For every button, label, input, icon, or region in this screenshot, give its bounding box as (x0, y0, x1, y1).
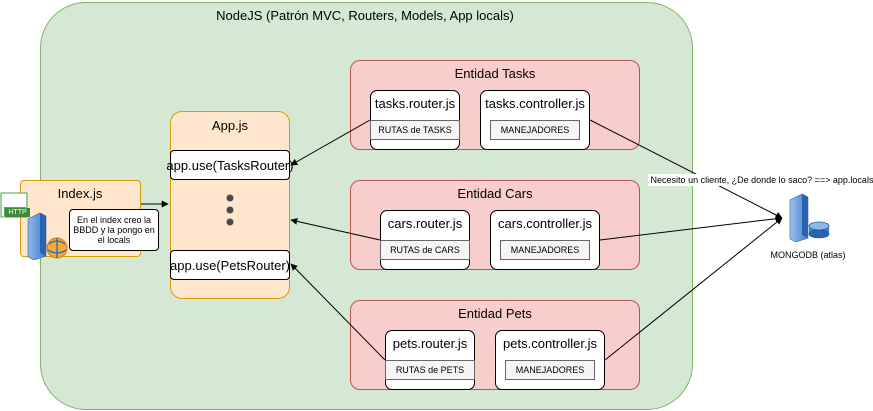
tasks-controller-title: tasks.controller.js (485, 95, 585, 111)
index-js-title: Index.js (57, 185, 103, 201)
entity-pets-title: Entidad Pets (458, 305, 532, 321)
cars-routes-box: RUTAS de CARS (380, 240, 470, 260)
pets-routes-box: RUTAS de PETS (385, 360, 475, 380)
pets-handlers-box: MANEJADORES (505, 360, 595, 380)
http-badge: HTTP (5, 208, 30, 217)
edge-pets-controller-to-db (604, 217, 783, 361)
tasks-router-title: tasks.router.js (374, 95, 456, 111)
tasks-routes-box: RUTAS de TASKS (370, 120, 460, 140)
edge-cars-router-to-app (290, 217, 381, 241)
cars-handlers-box: MANEJADORES (500, 240, 590, 260)
tasks-handlers-box: MANEJADORES (490, 120, 580, 140)
edge-tasks-router-to-app (290, 119, 371, 166)
cars-router-title: cars.router.js (387, 215, 463, 231)
entity-cars-title: Entidad Cars (457, 185, 533, 201)
ellipsis-dots-icon (224, 193, 236, 227)
index-note: En el index creo la BBDD y la pongo en e… (69, 209, 159, 251)
web-server-icon (25, 211, 70, 261)
edge-pets-router-to-app (290, 263, 386, 361)
app-js-title: App.js (211, 117, 249, 133)
cars-controller-title: cars.controller.js (498, 215, 592, 231)
edge-tasks-controller-to-db (589, 119, 783, 219)
edge-cars-controller-to-db (599, 215, 783, 241)
container-title: NodeJS (Patrón MVC, Routers, Models, App… (216, 7, 514, 23)
pets-controller-title: pets.controller.js (503, 335, 597, 351)
pets-router-title: pets.router.js (392, 335, 468, 351)
entity-tasks-title: Entidad Tasks (454, 65, 536, 81)
mongodb-label: MONGODB (atlas) (770, 250, 846, 260)
app-use-tasks-router: app.use(TasksRouter) (166, 150, 294, 180)
database-server-icon (786, 192, 830, 243)
app-use-pets-router: app.use(PetsRouter) (170, 250, 290, 280)
edge-label-app-locals: Necesito un cliente, ¿De donde lo saco? … (648, 174, 873, 186)
